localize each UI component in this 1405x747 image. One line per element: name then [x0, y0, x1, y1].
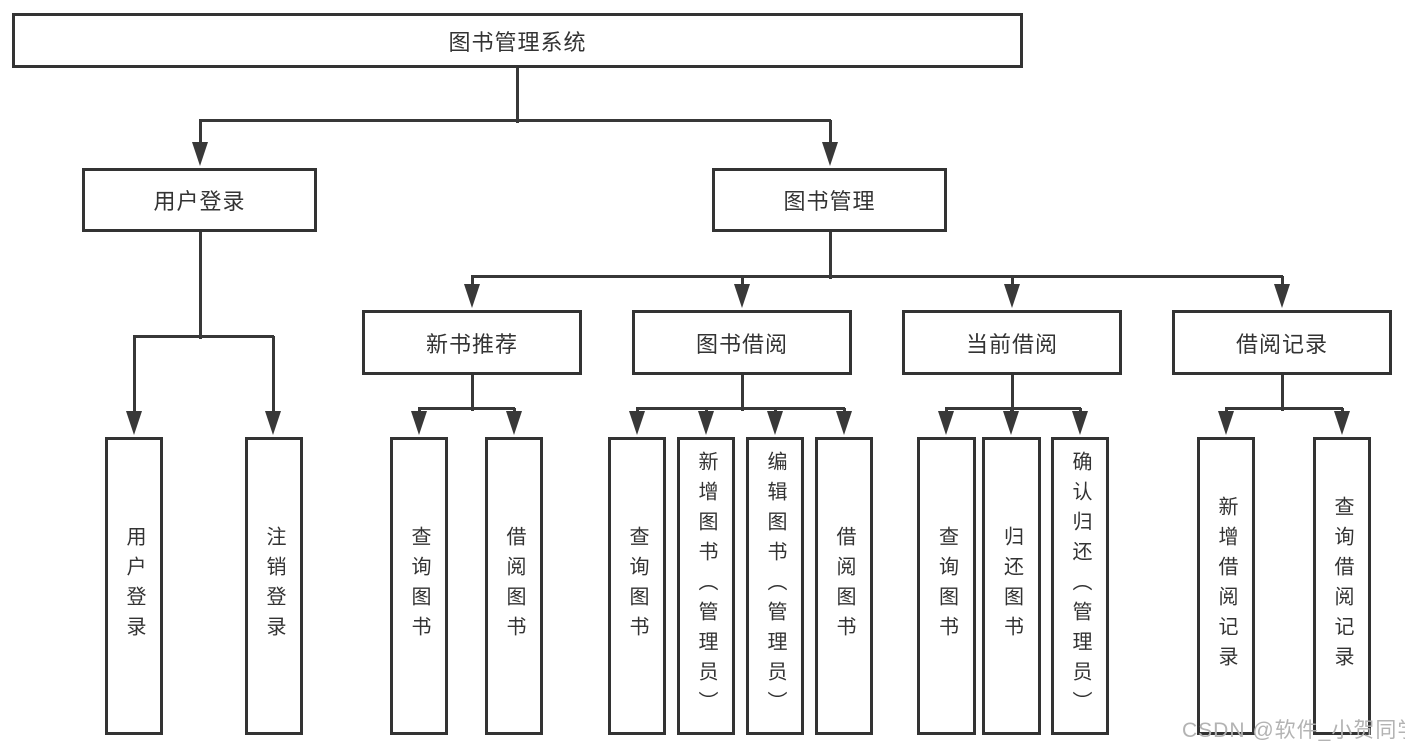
arrow-shaft [1010, 408, 1013, 411]
arrow-shaft [272, 336, 275, 411]
node-book-management-label: 图书管理 [783, 189, 876, 214]
leaf-bb-edit-book-admin: 编辑图书（管理员） [746, 437, 804, 735]
arrow-shaft [1011, 276, 1014, 284]
node-book-borrow-label: 图书借阅 [695, 331, 788, 357]
leaf-cb-confirm-return-admin: 确认归还（管理员） [1051, 437, 1109, 735]
leaf-bb-add-book-admin-label: 新增图书（管理员） [695, 451, 717, 721]
node-new-book-recommend-label: 新书推荐 [425, 331, 518, 357]
connector-line-vertical [199, 232, 202, 339]
arrow-down-icon [836, 411, 852, 435]
node-current-borrow: 当前借阅 [902, 310, 1122, 375]
arrow-down-icon [192, 142, 208, 166]
arrow-shaft [636, 408, 639, 411]
arrow-shaft [945, 408, 948, 411]
leaf-nbr-borrow-book: 借阅图书 [485, 437, 543, 735]
leaf-bb-query-book-label: 查询图书 [626, 526, 648, 646]
node-book-management: 图书管理 [712, 168, 947, 232]
arrow-shaft [471, 276, 474, 284]
arrow-shaft [418, 408, 421, 411]
leaf-cb-confirm-return-admin-label: 确认归还（管理员） [1069, 451, 1091, 721]
node-user-login: 用户登录 [82, 168, 317, 232]
arrow-shaft [1281, 276, 1284, 284]
connector-line-vertical [516, 68, 519, 123]
leaf-bb-query-book: 查询图书 [608, 437, 666, 735]
leaf-nbr-query-book: 查询图书 [390, 437, 448, 735]
connector-line-horizontal [945, 407, 1081, 410]
leaf-nbr-borrow-book-label: 借阅图书 [503, 526, 525, 646]
connector-line-vertical [471, 375, 474, 411]
node-new-book-recommend: 新书推荐 [362, 310, 582, 375]
leaf-logout-label: 注销登录 [263, 526, 285, 646]
connector-line-horizontal [636, 407, 845, 410]
arrow-down-icon [506, 411, 522, 435]
node-current-borrow-label: 当前借阅 [965, 331, 1058, 357]
arrow-shaft [133, 336, 136, 411]
arrow-down-icon [698, 411, 714, 435]
node-root: 图书管理系统 [12, 13, 1023, 68]
connector-line-horizontal [471, 275, 1283, 278]
arrow-down-icon [822, 142, 838, 166]
leaf-logout: 注销登录 [245, 437, 303, 735]
arrow-down-icon [629, 411, 645, 435]
leaf-bb-borrow-book-label: 借阅图书 [833, 526, 855, 646]
leaf-user-login-label: 用户登录 [123, 526, 145, 646]
connector-line-vertical [1011, 375, 1014, 411]
arrow-shaft [1341, 408, 1344, 411]
connector-line-horizontal [1225, 407, 1343, 410]
connector-line-horizontal [133, 335, 274, 338]
leaf-bb-add-book-admin: 新增图书（管理员） [677, 437, 735, 735]
arrow-down-icon [1004, 284, 1020, 308]
arrow-shaft [705, 408, 708, 411]
leaf-cb-query-book: 查询图书 [917, 437, 976, 735]
leaf-cb-return-book-label: 归还图书 [1000, 526, 1023, 646]
arrow-down-icon [938, 411, 954, 435]
leaf-cb-return-book: 归还图书 [982, 437, 1041, 735]
arrow-down-icon [767, 411, 783, 435]
watermark: CSDN @软件_小贺同学 [1182, 719, 1405, 742]
arrow-down-icon [734, 284, 750, 308]
connector-line-horizontal [418, 407, 515, 410]
node-root-label: 图书管理系统 [448, 29, 587, 55]
arrow-shaft [1079, 408, 1082, 411]
connector-line-vertical [741, 375, 744, 411]
arrow-shaft [774, 408, 777, 411]
connector-line-vertical [829, 232, 832, 279]
node-borrow-records: 借阅记录 [1172, 310, 1392, 375]
leaf-br-add-record: 新增借阅记录 [1197, 437, 1255, 735]
node-borrow-records-label: 借阅记录 [1235, 331, 1328, 357]
leaf-nbr-query-book-label: 查询图书 [408, 526, 430, 646]
leaf-bb-borrow-book: 借阅图书 [815, 437, 873, 735]
arrow-down-icon [464, 284, 480, 308]
arrow-shaft [843, 408, 846, 411]
arrow-down-icon [1072, 411, 1088, 435]
leaf-user-login: 用户登录 [105, 437, 163, 735]
arrow-shaft [741, 276, 744, 284]
arrow-down-icon [1274, 284, 1290, 308]
node-book-borrow: 图书借阅 [632, 310, 852, 375]
leaf-br-query-record-label: 查询借阅记录 [1331, 496, 1353, 676]
node-user-login-label: 用户登录 [153, 189, 246, 214]
arrow-down-icon [411, 411, 427, 435]
arrow-shaft [829, 120, 832, 142]
arrow-shaft [1225, 408, 1228, 411]
arrow-down-icon [126, 411, 142, 435]
arrow-shaft [513, 408, 516, 411]
connector-line-vertical [1281, 375, 1284, 411]
arrow-down-icon [1218, 411, 1234, 435]
leaf-br-query-record: 查询借阅记录 [1313, 437, 1371, 735]
arrow-down-icon [1003, 411, 1019, 435]
arrow-down-icon [1334, 411, 1350, 435]
leaf-br-add-record-label: 新增借阅记录 [1215, 496, 1237, 676]
arrow-down-icon [265, 411, 281, 435]
arrow-shaft [199, 120, 202, 142]
leaf-cb-query-book-label: 查询图书 [935, 526, 958, 646]
connector-line-horizontal [199, 119, 831, 122]
leaf-bb-edit-book-admin-label: 编辑图书（管理员） [764, 451, 786, 721]
